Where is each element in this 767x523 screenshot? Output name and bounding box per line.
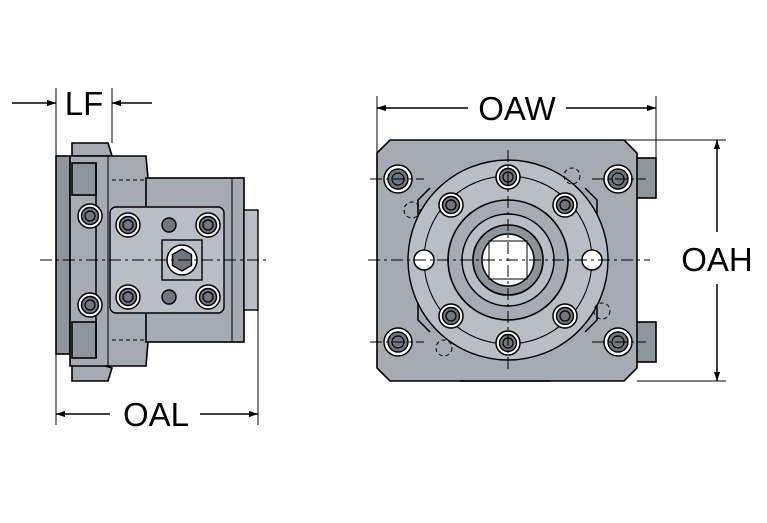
side-screw-upper-left [77, 203, 103, 229]
side-screw-plate-tl [115, 212, 141, 238]
front-screw-upper-right [552, 192, 578, 218]
dimension-oaw: OAW [377, 90, 656, 127]
side-top-lug [71, 142, 114, 157]
side-rear-flange [55, 155, 71, 355]
side-screw-plate-br [195, 284, 221, 310]
oal-label: OAL [123, 396, 189, 433]
side-screw-lower-left [77, 292, 103, 318]
side-pin-upper [161, 217, 177, 233]
lf-label: LF [65, 85, 104, 122]
side-screw-plate-tr [195, 212, 221, 238]
oaw-label: OAW [478, 90, 556, 127]
front-screw-lower-left [438, 303, 464, 329]
front-screw-upper-left [438, 192, 464, 218]
oah-label: OAH [681, 241, 753, 278]
side-view [40, 88, 268, 425]
dimension-oah: OAH [681, 140, 753, 381]
side-top-lug-face [71, 162, 97, 196]
side-screw-plate-bl [115, 284, 141, 310]
side-bottom-lug-face [71, 321, 97, 359]
dimension-oal: OAL [56, 396, 258, 433]
side-pin-lower [161, 289, 177, 305]
front-view [368, 96, 726, 382]
dimension-lf: LF [12, 85, 152, 122]
front-screw-lower-right [552, 303, 578, 329]
